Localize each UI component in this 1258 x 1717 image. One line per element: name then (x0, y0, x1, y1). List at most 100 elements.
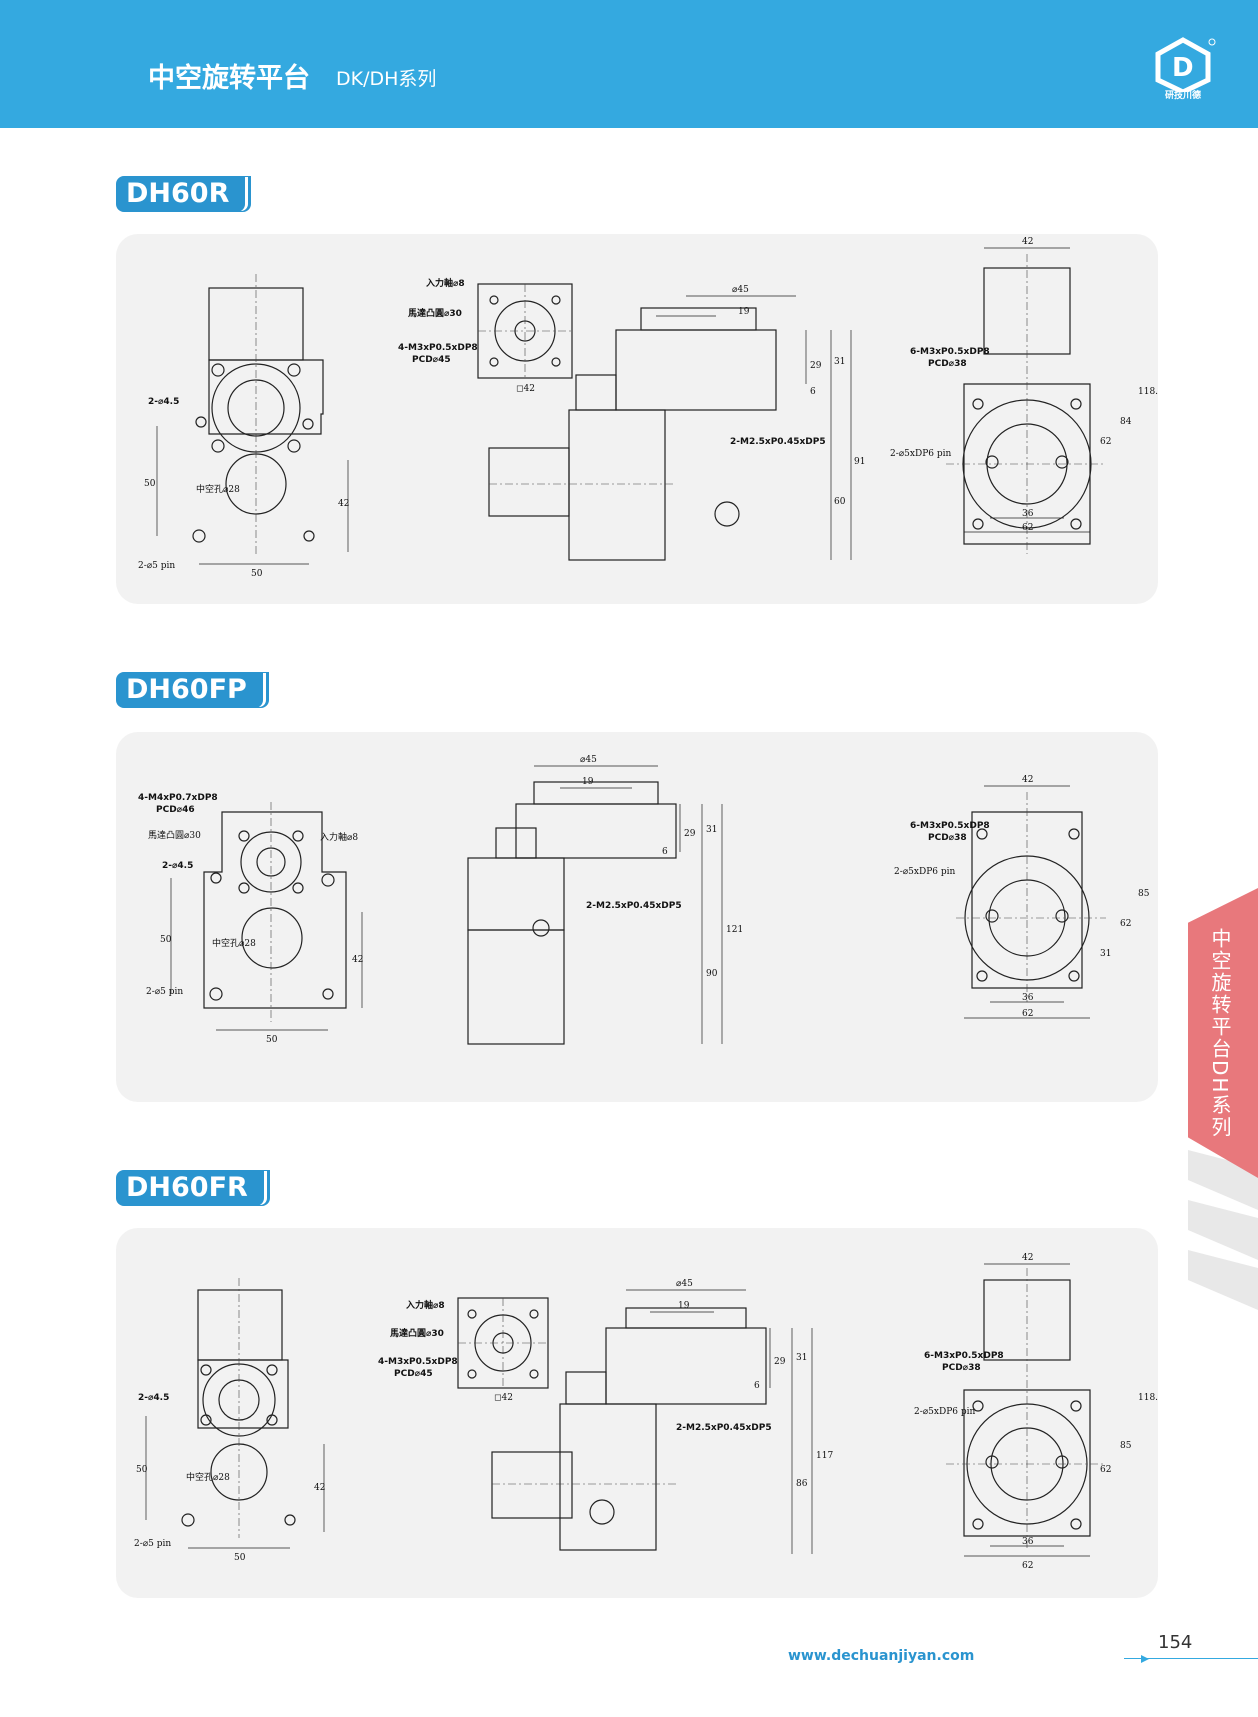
page-rule (1124, 1658, 1258, 1659)
boss-label: 馬達凸圓⌀30 (407, 307, 462, 319)
dim-29: 29 (684, 829, 696, 839)
dim-85: 85 (1120, 1441, 1132, 1451)
tap-label: 2-M2.5xP0.45xDP5 (676, 1423, 772, 1433)
dim-36: 36 (1022, 509, 1034, 519)
drawing-panel-dh60fp: 4-M4xP0.7xDP8 PCD⌀46 馬達凸圓⌀30 入力軸⌀8 2-⌀4.… (116, 732, 1158, 1102)
dim-horizontal: 50 (234, 1553, 246, 1563)
dim-29: 29 (774, 1357, 786, 1367)
dim-90: 90 (706, 969, 718, 979)
holes-label: 2-⌀4.5 (162, 861, 193, 871)
dim-19: 19 (678, 1301, 690, 1311)
dim-118: 118.5 (1138, 387, 1158, 397)
side-tab-text: 中空旋转平台DH系列 (1208, 928, 1232, 1139)
series-subtitle: DK/DH系列 (336, 68, 437, 90)
dim-vertical: 50 (160, 935, 172, 945)
dim-31-v: 31 (1100, 949, 1111, 959)
side-tab-shadow (1188, 1200, 1258, 1260)
model-tag-dh60fr: DH60FR (116, 1170, 264, 1206)
dim-31: 31 (834, 357, 845, 367)
top-pcd-label: PCD⌀38 (928, 359, 967, 369)
dim-62-v: 62 (1100, 1465, 1111, 1475)
logo-mark-icon: D (1155, 37, 1216, 95)
shaft-label: 入力軸⌀8 (425, 277, 465, 289)
hollow-label: 中空孔⌀28 (212, 937, 256, 949)
dim-42: 42 (338, 499, 349, 509)
hollow-label: 中空孔⌀28 (186, 1471, 230, 1483)
logo-text: 研技川德 (1164, 91, 1201, 101)
boss-label: 馬達凸圓⌀30 (389, 1327, 444, 1339)
side-tab-shadow (1188, 1250, 1258, 1310)
dim-62-h: 62 (1022, 1561, 1033, 1571)
dim-6: 6 (754, 1381, 760, 1391)
page-title: 中空旋转平台 (148, 63, 310, 94)
top-screw-label: 6-M3xP0.5xDP8 (910, 821, 990, 831)
dim-horizontal: 50 (251, 569, 263, 579)
dia-45-label: ⌀45 (732, 285, 749, 295)
side-tab: 中空旋转平台DH系列 (1188, 888, 1258, 1178)
top-pcd-label: PCD⌀38 (942, 1363, 981, 1373)
dim-vertical: 50 (144, 479, 156, 489)
brand-logo: D 研技川德 (1148, 36, 1218, 108)
arrow-icon (1141, 1655, 1149, 1663)
pin-label: 2-⌀5 pin (134, 1539, 171, 1549)
dim-62-v: 62 (1120, 919, 1131, 929)
boss-label: 馬達凸圓⌀30 (148, 829, 201, 841)
screw-label: 4-M3xP0.5xDP8 (378, 1357, 458, 1367)
side-view: ⌀45 19 29 31 6 117 86 2-M2.5xP0.45xDP5 (491, 1279, 833, 1554)
dim-29: 29 (810, 361, 822, 371)
model-tag-dh60fp: DH60FP (116, 672, 263, 708)
dim-vertical: 50 (136, 1465, 148, 1475)
technical-drawing-dh60r: 2-⌀4.5 中空孔⌀28 2-⌀5 pin 50 50 42 入力軸⌀8 馬達… (138, 237, 1158, 579)
svg-text:D: D (1172, 53, 1194, 83)
dim-62-v: 62 (1100, 437, 1111, 447)
dim-42-top: 42 (1022, 775, 1033, 785)
hollow-label: 中空孔⌀28 (196, 483, 240, 495)
screw-label: 4-M4xP0.7xDP8 (138, 793, 218, 803)
top-view: 42 6-M3xP0.5xDP8 PCD⌀38 2-⌀5xDP6 pin 118… (914, 1253, 1158, 1571)
dim-60: 60 (834, 497, 846, 507)
shaft-label: 入力軸⌀8 (320, 831, 358, 843)
dim-horizontal: 50 (266, 1035, 278, 1045)
top-view: 42 6-M3xP0.5xDP8 PCD⌀38 2-⌀5xDP6 pin 118… (890, 237, 1158, 554)
drawing-panel-dh60r: 2-⌀4.5 中空孔⌀28 2-⌀5 pin 50 50 42 入力軸⌀8 馬達… (116, 234, 1158, 604)
tap-label: 2-M2.5xP0.45xDP5 (730, 437, 826, 447)
front-view: 2-⌀4.5 中空孔⌀28 2-⌀5 pin 50 50 42 (138, 274, 349, 579)
motor-flange-view: 入力軸⌀8 馬達凸圓⌀30 4-M3xP0.5xDP8 PCD⌀45 ◻42 (398, 277, 573, 394)
dim-42: 42 (314, 1483, 325, 1493)
dim-6: 6 (662, 847, 668, 857)
motor-flange-view: 入力軸⌀8 馬達凸圓⌀30 4-M3xP0.5xDP8 PCD⌀45 ◻42 (378, 1297, 549, 1403)
dim-62-h: 62 (1022, 523, 1033, 533)
holes-label: 2-⌀4.5 (138, 1393, 169, 1403)
pin-label: 2-⌀5 pin (138, 561, 175, 571)
technical-drawing-dh60fr: 2-⌀4.5 中空孔⌀28 2-⌀5 pin 50 50 42 入力軸⌀8 馬達… (134, 1253, 1158, 1571)
dim-19: 19 (582, 777, 594, 787)
dim-118: 118.5 (1138, 1393, 1158, 1403)
dim-84: 84 (1120, 417, 1132, 427)
drawing-panel-dh60fr: 2-⌀4.5 中空孔⌀28 2-⌀5 pin 50 50 42 入力軸⌀8 馬達… (116, 1228, 1158, 1598)
front-view: 2-⌀4.5 中空孔⌀28 2-⌀5 pin 50 50 42 (134, 1278, 325, 1563)
square-label: ◻42 (516, 384, 535, 394)
screw-label: 4-M3xP0.5xDP8 (398, 343, 478, 353)
square-label: ◻42 (494, 1393, 513, 1403)
dim-62-h: 62 (1022, 1009, 1033, 1019)
shaft-label: 入力軸⌀8 (405, 1299, 445, 1311)
top-screw-label: 6-M3xP0.5xDP8 (924, 1351, 1004, 1361)
tap-label: 2-M2.5xP0.45xDP5 (586, 901, 682, 911)
dim-36: 36 (1022, 993, 1034, 1003)
top-pin-label: 2-⌀5xDP6 pin (914, 1407, 975, 1417)
website-link[interactable]: www.dechuanjiyan.com (788, 1648, 975, 1664)
dim-86: 86 (796, 1479, 808, 1489)
dim-42-top: 42 (1022, 1253, 1033, 1263)
dim-31: 31 (796, 1353, 807, 1363)
dim-117: 117 (816, 1451, 833, 1461)
front-view: 4-M4xP0.7xDP8 PCD⌀46 馬達凸圓⌀30 入力軸⌀8 2-⌀4.… (138, 793, 363, 1045)
page-header: 中空旋转平台 DK/DH系列 D 研技川德 (0, 0, 1258, 128)
dim-42: 42 (352, 955, 363, 965)
pin-label: 2-⌀5 pin (146, 987, 183, 997)
top-view: 42 6-M3xP0.5xDP8 PCD⌀38 2-⌀5xDP6 pin 85 … (894, 775, 1150, 1019)
dim-42-top: 42 (1022, 237, 1033, 247)
dim-36: 36 (1022, 1537, 1034, 1547)
top-pin-label: 2-⌀5xDP6 pin (894, 867, 955, 877)
side-view: ⌀45 19 29 31 6 91 60 2-M2.5xP0.45xDP5 (488, 285, 865, 561)
model-tag-dh60r: DH60R (116, 176, 246, 212)
